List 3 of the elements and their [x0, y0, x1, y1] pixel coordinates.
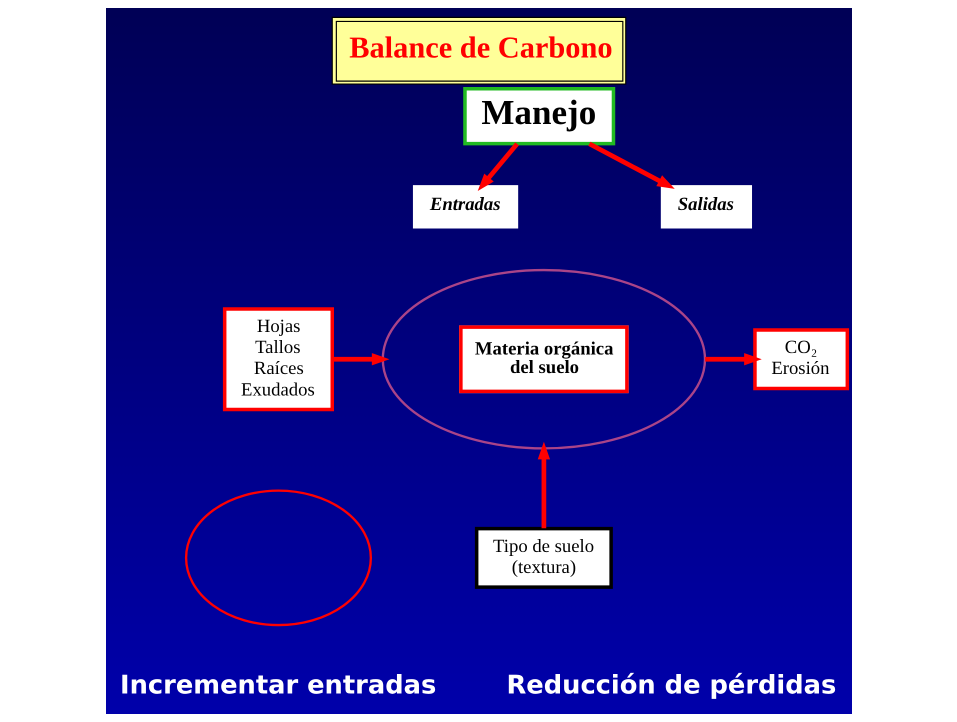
label: Reducción de pérdidas — [506, 670, 836, 701]
label: Incrementar entradas — [120, 670, 436, 701]
diagram-title: Balance de Carbono — [348, 30, 612, 64]
